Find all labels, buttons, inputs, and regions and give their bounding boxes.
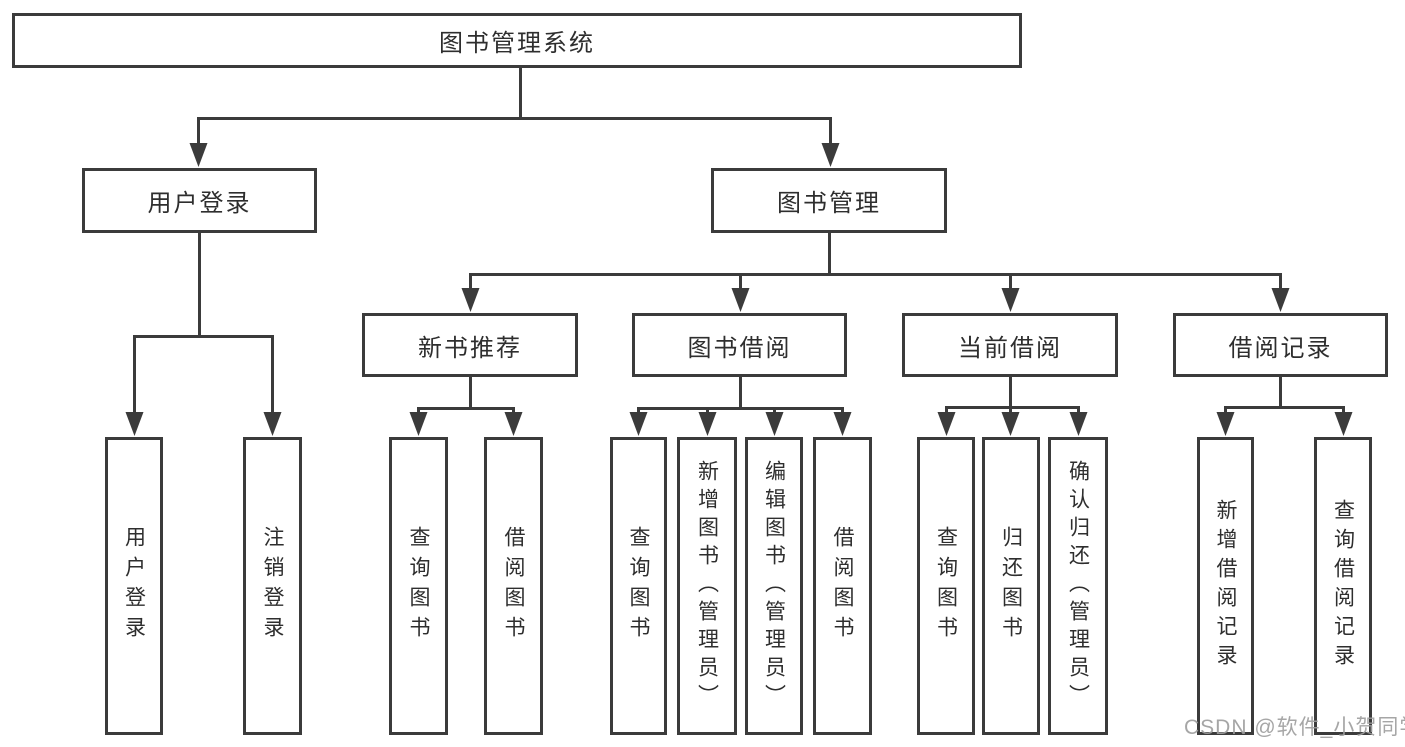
node-library-management-system: 图书管理系统	[12, 13, 1022, 68]
leaf-query-books-recommend: 查询图书	[389, 437, 448, 735]
leaf-borrow-books-recommend: 借阅图书	[484, 437, 543, 735]
connector-book-borrow-children	[629, 377, 852, 436]
leaf-confirm-return-admin: 确认归还（管理员）	[1048, 437, 1108, 735]
leaf-borrow-books-borrow: 借阅图书	[813, 437, 872, 735]
leaf-logout: 注销登录	[243, 437, 302, 735]
leaf-query-books-borrow: 查询图书	[610, 437, 667, 735]
connector-user-login-children	[125, 233, 282, 436]
leaf-edit-book-admin: 编辑图书（管理员）	[745, 437, 803, 735]
leaf-query-borrow-record: 查询借阅记录	[1314, 437, 1372, 735]
node-current-borrow: 当前借阅	[902, 313, 1118, 377]
node-borrow-records: 借阅记录	[1173, 313, 1388, 377]
csdn-watermark: CSDN @软件_小贺同学	[1184, 716, 1405, 739]
node-new-book-recommend: 新书推荐	[362, 313, 578, 377]
leaf-add-book-admin: 新增图书（管理员）	[677, 437, 737, 735]
node-book-management: 图书管理	[711, 168, 947, 233]
leaf-add-borrow-record: 新增借阅记录	[1197, 437, 1254, 735]
leaf-return-book: 归还图书	[982, 437, 1040, 735]
connector-book-management-children	[461, 233, 1290, 312]
leaf-query-books-current: 查询图书	[917, 437, 975, 735]
node-book-borrow: 图书借阅	[632, 313, 847, 377]
connector-root-to-level2	[189, 67, 840, 167]
connector-borrow-records-children	[1216, 377, 1353, 436]
connector-new-book-recommend-children	[409, 377, 523, 436]
connector-current-borrow-children	[937, 377, 1088, 436]
node-user-login: 用户登录	[82, 168, 317, 233]
leaf-user-login: 用户登录	[105, 437, 163, 735]
